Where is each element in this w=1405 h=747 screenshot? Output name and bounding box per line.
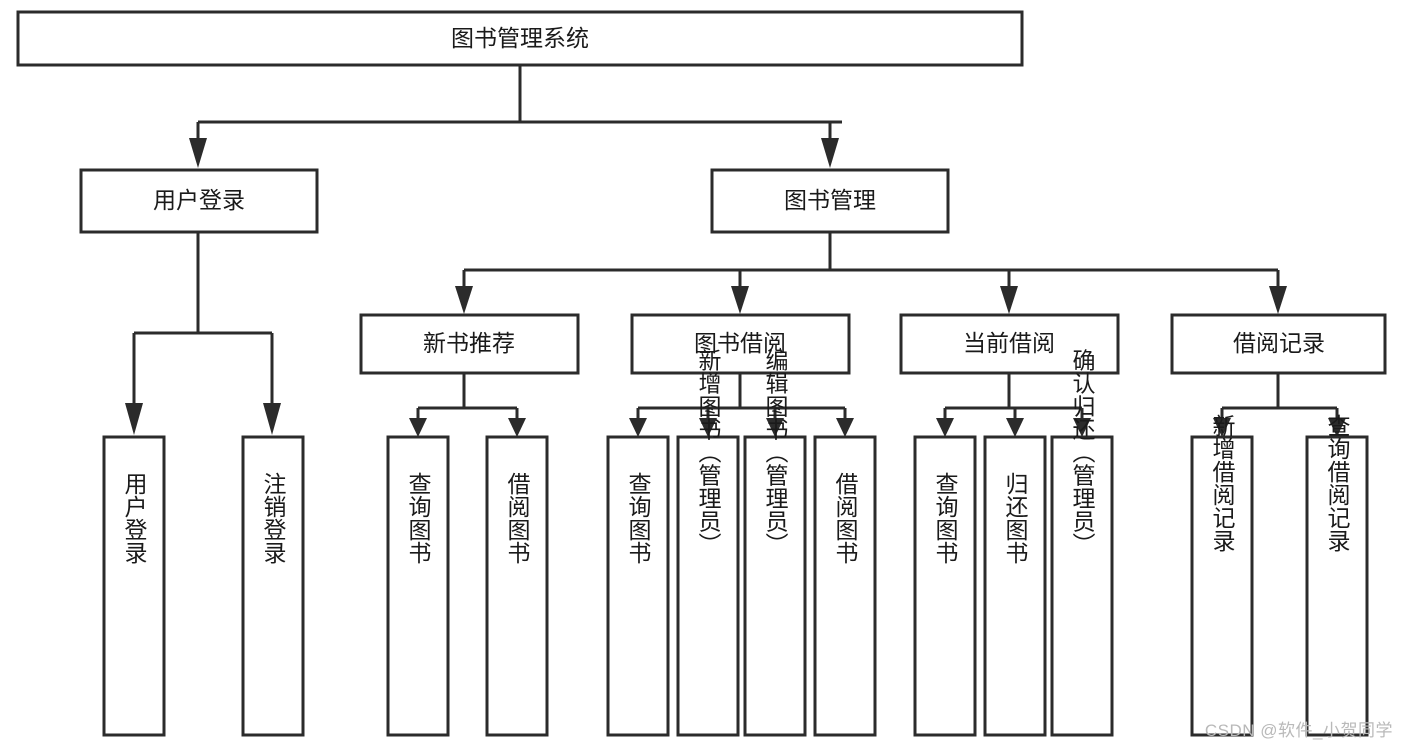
arrowhead-bb-leaf3 bbox=[766, 418, 784, 437]
arrowhead-book-borrow bbox=[731, 286, 749, 314]
leaf-current-borrow-query-book[interactable]: 查询图书 bbox=[913, 435, 977, 737]
arrowhead-current-borrow bbox=[1000, 286, 1018, 314]
leaf-box[interactable] bbox=[983, 435, 1047, 737]
leaf-label: 借阅图书 bbox=[504, 472, 531, 564]
arrowhead-nb-leaf2 bbox=[508, 418, 526, 437]
leaf-borrow-record-add-record[interactable]: 新增借阅记录 bbox=[1190, 414, 1254, 737]
leaf-book-borrow-add-book-admin[interactable]: 新增图书（管理员） bbox=[676, 349, 740, 737]
arrowhead-bb-leaf1 bbox=[629, 418, 647, 437]
leaf-box[interactable] bbox=[606, 435, 670, 737]
arrowhead-leaf-logout bbox=[263, 403, 281, 435]
leaf-label: 用户登录 bbox=[121, 472, 148, 564]
leaf-box[interactable] bbox=[241, 435, 305, 737]
new-book-recommend-label: 新书推荐 bbox=[423, 330, 515, 356]
leaf-new-book-query-book[interactable]: 查询图书 bbox=[386, 435, 450, 737]
leaf-label: 查询图书 bbox=[405, 472, 432, 564]
arrowhead-cb-leaf3 bbox=[1073, 418, 1091, 437]
connectors-book-borrow-to-leaves bbox=[629, 373, 854, 437]
leaf-current-borrow-return-book[interactable]: 归还图书 bbox=[983, 435, 1047, 737]
leaf-new-book-borrow-book[interactable]: 借阅图书 bbox=[485, 435, 549, 737]
connectors-borrow-record-to-leaves bbox=[1213, 373, 1346, 437]
leaf-box[interactable] bbox=[743, 435, 807, 737]
arrowhead-cb-leaf1 bbox=[936, 418, 954, 437]
leaf-book-borrow-borrow-book[interactable]: 借阅图书 bbox=[813, 435, 877, 737]
leaf-box[interactable] bbox=[102, 435, 166, 737]
leaf-label: 注销登录 bbox=[260, 472, 287, 564]
leaf-box[interactable] bbox=[386, 435, 450, 737]
node-user-login[interactable]: 用户登录 bbox=[79, 168, 319, 234]
leaf-box[interactable] bbox=[1305, 435, 1369, 737]
leaf-label: 查询图书 bbox=[932, 472, 959, 564]
book-management-box[interactable] bbox=[710, 168, 950, 234]
arrowhead-cb-leaf2 bbox=[1006, 418, 1024, 437]
leaf-box[interactable] bbox=[913, 435, 977, 737]
node-book-borrow[interactable]: 图书借阅 bbox=[630, 313, 851, 375]
leaf-label: 查询借阅记录 bbox=[1324, 414, 1351, 552]
arrowhead-bb-leaf2 bbox=[699, 418, 717, 437]
arrowhead-user-login bbox=[189, 138, 207, 168]
arrowhead-new-book bbox=[455, 286, 473, 314]
leaf-label: 编辑图书（管理员） bbox=[762, 349, 789, 556]
borrow-record-label: 借阅记录 bbox=[1233, 330, 1325, 356]
arrowhead-br-leaf2 bbox=[1328, 418, 1346, 437]
leaf-label: 查询图书 bbox=[625, 472, 652, 564]
leaf-user-login-logout[interactable]: 注销登录 bbox=[241, 435, 305, 737]
book-borrow-box[interactable] bbox=[630, 313, 851, 375]
leaf-label: 借阅图书 bbox=[832, 472, 859, 564]
connectors-root-to-level2 bbox=[189, 65, 842, 168]
connectors-book-management-to-level3 bbox=[455, 232, 1287, 314]
leaf-current-borrow-confirm-return-admin[interactable]: 确认归还（管理员） bbox=[1050, 349, 1114, 737]
node-book-management[interactable]: 图书管理 bbox=[710, 168, 950, 234]
node-root-book-management-system[interactable]: 图书管理系统 bbox=[16, 10, 1024, 67]
arrowhead-nb-leaf1 bbox=[409, 418, 427, 437]
current-borrow-label: 当前借阅 bbox=[963, 330, 1055, 356]
root-label: 图书管理系统 bbox=[451, 25, 589, 51]
leaf-box[interactable] bbox=[1050, 435, 1114, 737]
arrowhead-bb-leaf4 bbox=[836, 418, 854, 437]
leaf-box[interactable] bbox=[813, 435, 877, 737]
node-borrow-record[interactable]: 借阅记录 bbox=[1170, 313, 1387, 375]
connectors-current-borrow-to-leaves bbox=[936, 373, 1091, 437]
leaf-label: 归还图书 bbox=[1002, 472, 1029, 564]
leaf-label: 新增借阅记录 bbox=[1209, 414, 1236, 552]
connectors-new-book-to-leaves bbox=[409, 373, 526, 437]
leaf-borrow-record-query-record[interactable]: 查询借阅记录 bbox=[1305, 414, 1369, 737]
book-borrow-label: 图书借阅 bbox=[694, 330, 786, 356]
leaf-box[interactable] bbox=[1190, 435, 1254, 737]
arrowhead-book-management bbox=[821, 138, 839, 168]
arrowhead-leaf-user-login bbox=[125, 403, 143, 435]
borrow-record-box[interactable] bbox=[1170, 313, 1387, 375]
leaf-book-borrow-edit-book-admin[interactable]: 编辑图书（管理员） bbox=[743, 349, 807, 737]
node-new-book-recommend[interactable]: 新书推荐 bbox=[359, 313, 580, 375]
leaf-label: 新增图书（管理员） bbox=[695, 349, 722, 556]
book-management-label: 图书管理 bbox=[784, 187, 876, 213]
node-current-borrow[interactable]: 当前借阅 bbox=[899, 313, 1120, 375]
leaf-user-login-login[interactable]: 用户登录 bbox=[102, 435, 166, 737]
leaf-box[interactable] bbox=[485, 435, 549, 737]
user-login-label: 用户登录 bbox=[153, 187, 245, 213]
arrowhead-br-leaf1 bbox=[1213, 418, 1231, 437]
leaf-box[interactable] bbox=[676, 435, 740, 737]
leaf-book-borrow-query-book[interactable]: 查询图书 bbox=[606, 435, 670, 737]
new-book-recommend-box[interactable] bbox=[359, 313, 580, 375]
root-box[interactable] bbox=[16, 10, 1024, 67]
arrowhead-borrow-record bbox=[1269, 286, 1287, 314]
user-login-box[interactable] bbox=[79, 168, 319, 234]
current-borrow-box[interactable] bbox=[899, 313, 1120, 375]
connectors-user-login-to-leaves bbox=[125, 232, 281, 435]
leaf-label: 确认归还（管理员） bbox=[1069, 349, 1096, 556]
